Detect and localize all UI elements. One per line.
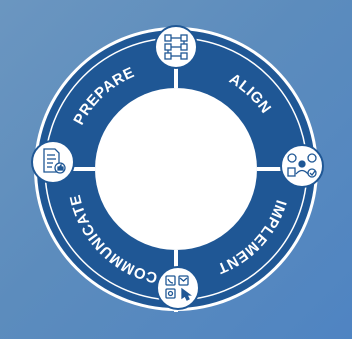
center-circle [95, 88, 257, 250]
contact-channels-icon [156, 266, 200, 310]
document-approval-icon [31, 140, 75, 184]
process-flow-icon [154, 25, 198, 69]
team-tools-icon [280, 144, 324, 188]
